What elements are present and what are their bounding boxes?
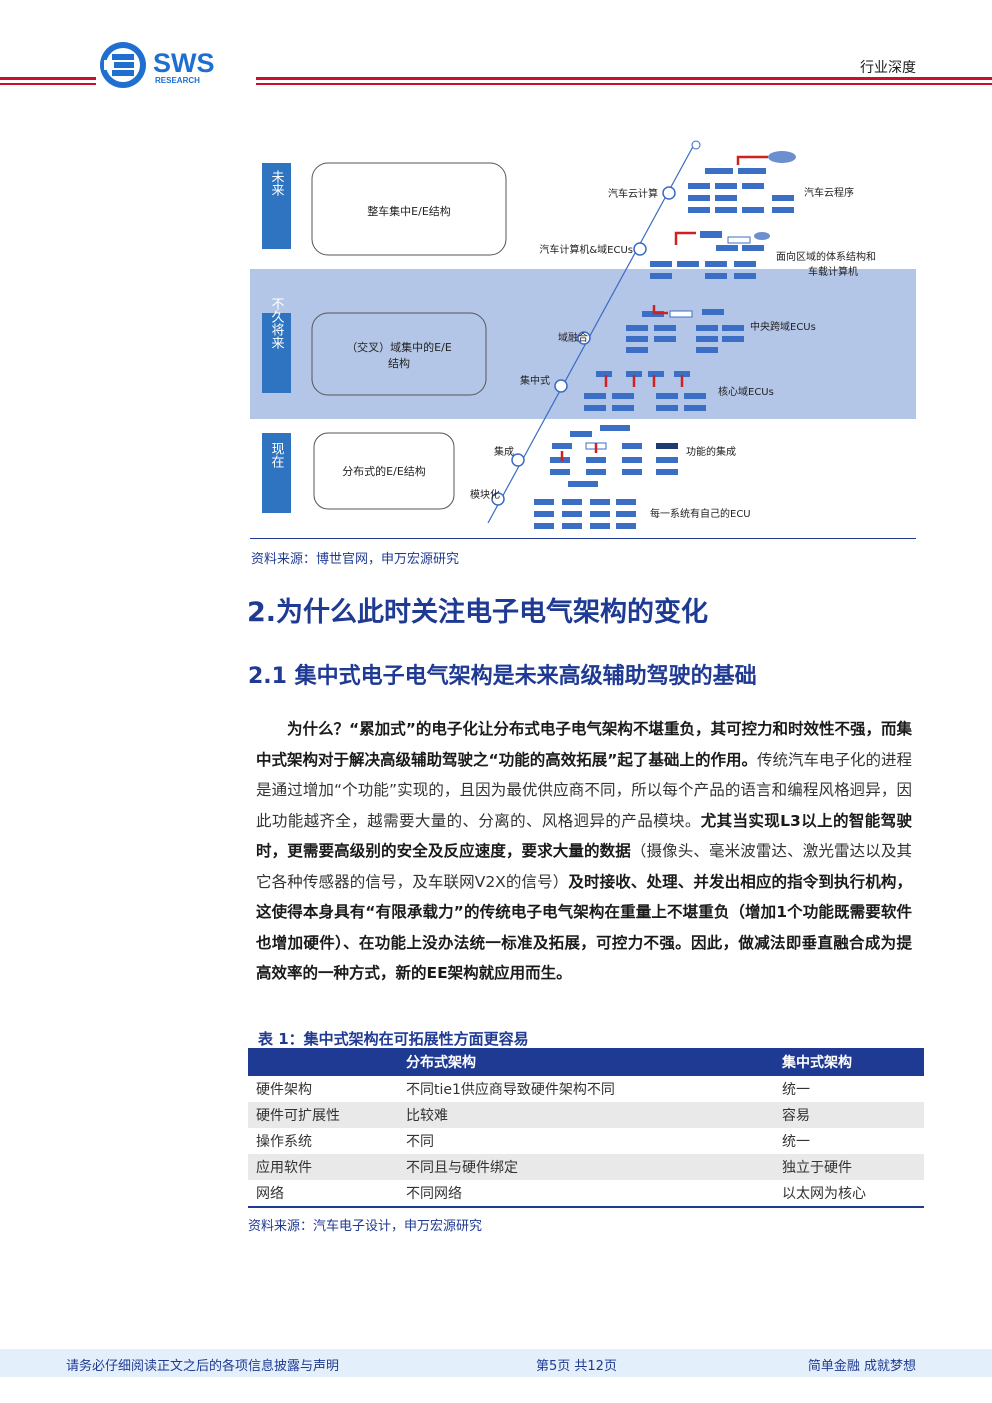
p2-normal: （摄像头、毫米波雷达、激光雷达以及其它各种传感器的信号，及车联网V2X的信号）	[256, 842, 912, 891]
box-distributed: 分布式的E/E结构	[342, 464, 426, 478]
header-rule-bottom	[0, 83, 992, 85]
table-cell: 独立于硬件	[774, 1154, 924, 1180]
stage-cloud: 汽车云计算	[608, 187, 658, 200]
desc-function-integration: 功能的集成	[686, 445, 736, 458]
table-row: 操作系统 不同 统一	[248, 1128, 924, 1154]
table-cell: 以太网为核心	[774, 1180, 924, 1208]
logo-text: SWS	[153, 48, 215, 78]
p2-bold-continued: 及时接收、处理、并发出相应的指令到执行机构，这使得本身具有“有限承载力”的传统电…	[256, 872, 912, 983]
box-domain-centralized: （交叉）域集中的E/E	[346, 340, 452, 354]
header-rule-top	[0, 77, 992, 80]
document-type: 行业深度	[860, 60, 916, 76]
table-cell: 硬件架构	[256, 1082, 312, 1098]
stage-integration: 集成	[494, 445, 514, 458]
body-paragraph: 为什么？“累加式”的电子化让分布式电子电气架构不堪重负，其可控力和时效性不强，而…	[256, 714, 912, 989]
figure-source: 资料来源：博世官网，申万宏源研究	[251, 552, 460, 567]
table-header-cell: 集中式架构	[774, 1048, 924, 1076]
desc-zonal: 面向区域的体系结构和	[776, 250, 876, 263]
table-header-cell: 分布式架构	[398, 1048, 774, 1076]
svg-text:车载计算机: 车载计算机	[808, 265, 858, 278]
stage-centralized: 集中式	[520, 374, 550, 387]
table-row: 应用软件 不同且与硬件绑定 独立于硬件	[248, 1154, 924, 1180]
table-cell: 网络	[248, 1180, 398, 1208]
desc-cross-domain: 中央跨域ECUs	[750, 320, 816, 333]
footer-disclaimer: 请务必仔细阅读正文之后的各项信息披露与声明	[66, 1359, 340, 1374]
desc-own-ecu: 每一系统有自己的ECU	[650, 507, 751, 520]
table-cell: 不同tie1供应商导致硬件架构不同	[406, 1082, 615, 1098]
table-cell: 操作系统	[256, 1134, 312, 1150]
band-label-future: 未来	[269, 170, 285, 196]
table-cell: 容易	[774, 1102, 924, 1128]
table-cell: 不同网络	[398, 1180, 774, 1208]
p1-normal: 传统汽车电子化的进程是通过增加“个功能”实现的，且因为最优供应商不同，所以每个产…	[256, 750, 912, 830]
table-cell: 硬件可扩展性	[248, 1102, 398, 1128]
table-cell: 不同且与硬件绑定	[398, 1154, 774, 1180]
sws-logo: SWS RESEARCH	[96, 40, 256, 90]
stage-modular: 模块化	[470, 488, 500, 501]
subsection-heading: 2.1 集中式电子电气架构是未来高级辅助驾驶的基础	[248, 664, 757, 689]
comparison-table: 分布式架构 集中式架构 硬件架构 不同tie1供应商导致硬件架构不同 统一 硬件…	[248, 1048, 924, 1208]
table-row: 网络 不同网络 以太网为核心	[248, 1180, 924, 1208]
footer-bar	[0, 1349, 992, 1377]
band-label-now: 现在	[269, 442, 285, 468]
stage-computer: 汽车计算机&域ECUs	[539, 243, 633, 256]
desc-domain: 核心域ECUs	[718, 385, 774, 398]
table-row: 硬件架构 不同tie1供应商导致硬件架构不同 统一	[248, 1076, 924, 1102]
svg-text:结构: 结构	[388, 356, 410, 370]
band-label-near-future: 不久将来	[269, 297, 285, 349]
desc-cloud: 汽车云程序	[804, 186, 854, 199]
logo-subtext: RESEARCH	[155, 76, 200, 85]
table-header-cell	[248, 1048, 398, 1076]
table-header-row: 分布式架构 集中式架构	[248, 1048, 924, 1076]
table-cell: 不同	[406, 1134, 434, 1150]
table-cell: 统一	[782, 1134, 810, 1150]
table-cell: 比较难	[398, 1102, 774, 1128]
table-row: 硬件可扩展性 比较难 容易	[248, 1102, 924, 1128]
p1-bold: 为什么？“累加式”的电子化让分布式电子电气架构不堪重负，其可控力和时效性不强，而…	[256, 720, 912, 769]
ee-architecture-figure: 未来 不久将来 现在 整车集中E/E结构 （交叉）域集中的E/E 结构 分布式的…	[250, 133, 916, 538]
section-heading: 2.为什么此时关注电子电气架构的变化	[247, 597, 709, 628]
p2-bold: 尤其当实现L3以上的智能驾驶时，更需要高级别的安全及反应速度，要求大量的数据	[256, 811, 912, 861]
stage-domain-fusion: 域融合	[558, 331, 588, 344]
footer-slogan: 简单金融 成就梦想	[807, 1359, 916, 1374]
table-title: 表 1：集中式架构在可拓展性方面更容易	[258, 1030, 529, 1048]
figure-bottom-rule	[250, 538, 916, 539]
table-source: 资料来源：汽车电子设计，申万宏源研究	[248, 1219, 483, 1234]
footer-page-number: 第5页 共12页	[536, 1359, 617, 1374]
table-cell: 应用软件	[248, 1154, 398, 1180]
box-centralized-vehicle: 整车集中E/E结构	[367, 204, 451, 218]
table-cell: 统一	[782, 1082, 810, 1098]
